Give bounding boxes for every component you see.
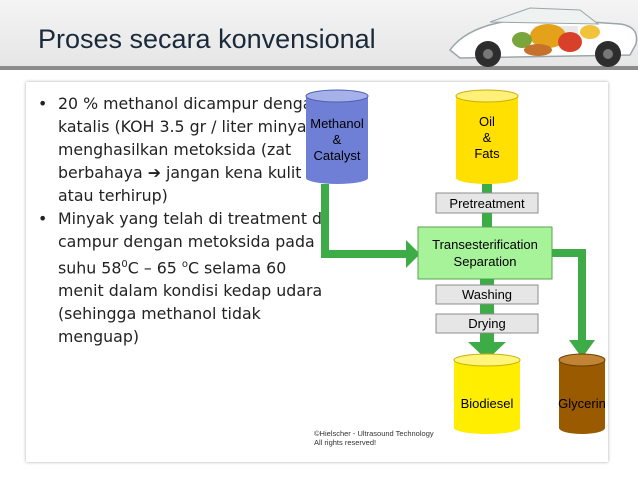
methanol-label-line1: Methanol: [310, 116, 364, 131]
arrow-right-icon: ➔: [147, 163, 161, 182]
glycerin-tank: [558, 353, 606, 434]
pretreatment-connector: [482, 213, 492, 228]
methanol-feed-arrow: [321, 184, 420, 268]
methanol-label-line3: Catalyst: [314, 148, 361, 163]
race-car-image: [448, 7, 638, 67]
header-divider: [0, 66, 638, 70]
superscript-text: o: [181, 259, 188, 270]
bullet-text: Minyak yang telah di treatment di campur…: [58, 209, 327, 278]
copyright-line1: ©Hielscher - Ultrasound Technology: [314, 429, 434, 438]
bullet-item-oil: Minyak yang telah di treatment di campur…: [38, 207, 328, 348]
biodiesel-tank: [453, 353, 521, 434]
bullet-text: C – 65: [127, 258, 182, 278]
transesterification-label-line1: Transesterification: [432, 237, 538, 252]
methanol-tank: [305, 89, 369, 184]
oil-tank: [455, 89, 519, 184]
copyright-line2: All rights reserved!: [314, 438, 376, 447]
content-panel: 20 % methanol dicampur dengan katalis (K…: [26, 82, 608, 462]
oil-label-line1: Oil: [479, 114, 495, 129]
drying-label: Drying: [468, 316, 506, 331]
washing-label: Washing: [462, 287, 512, 302]
biodiesel-label: Biodiesel: [461, 396, 514, 411]
biodiesel-process-diagram: Methanol & Catalyst Oil & Fats Pretreatm…: [305, 89, 606, 447]
superscript-text: 0: [121, 259, 128, 270]
washing-box: [435, 284, 539, 305]
drying-box: [435, 313, 539, 334]
oil-connector: [482, 184, 492, 194]
oil-label-line2: &: [483, 130, 492, 145]
bullet-text: 20 % methanol dicampur dengan katalis (K…: [58, 94, 323, 182]
bullet-text: C selama 60 menit dalam kondisi kedap ud…: [58, 258, 323, 347]
glycerin-arrow: [552, 249, 595, 358]
transesterification-label-line2: Separation: [454, 254, 517, 269]
bullet-text: jangan kena kulit atau terhirup): [58, 163, 302, 205]
bullet-item-methanol: 20 % methanol dicampur dengan katalis (K…: [38, 92, 328, 207]
bullet-list: 20 % methanol dicampur dengan katalis (K…: [38, 92, 328, 348]
oil-label-line3: Fats: [474, 146, 500, 161]
slide-title: Proses secara konvensional: [38, 24, 376, 54]
transesterification-box: [417, 226, 553, 280]
pretreatment-label: Pretreatment: [449, 196, 525, 211]
glycerin-label: Glycerin: [558, 396, 606, 411]
methanol-label-line2: &: [333, 132, 342, 147]
